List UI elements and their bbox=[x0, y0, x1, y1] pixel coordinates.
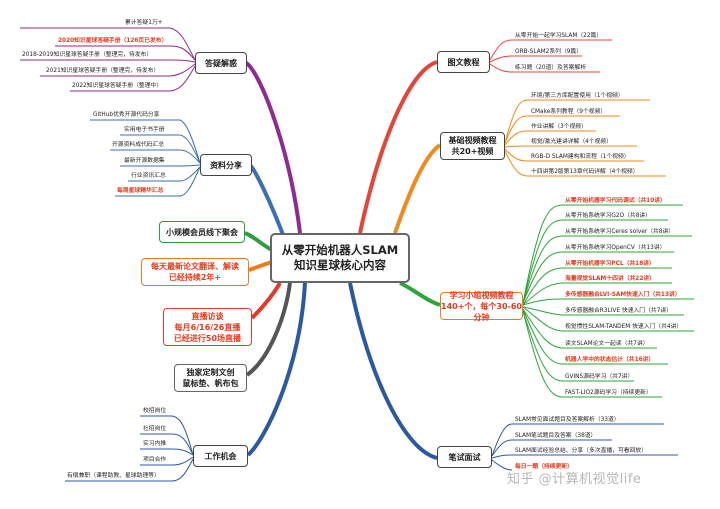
interview-item-3: SLAM面试经验总结、分享（多次直播，可看回放） bbox=[515, 448, 647, 454]
basic-item-1: 环境/第三方库配置使用（1个视频） bbox=[531, 93, 624, 99]
central-title-line2: 知识星球核心内容 bbox=[294, 258, 386, 272]
qa-item-2: 2020知识星球答疑手册（126页已发布） bbox=[58, 38, 168, 44]
topic-merch-line2: 鼠标垫、帆布包 bbox=[182, 379, 239, 388]
basic-item-5: RGB-D SLAM建构和流程（1个视频） bbox=[531, 154, 630, 160]
topic-papers-line2: 已经持续2年+ bbox=[168, 273, 222, 282]
tutorials-item-3: 练习题（20道）及答案解析 bbox=[515, 65, 587, 71]
topic-group-videos: 学习小组视频教程 140+个，每个30-60分钟 bbox=[440, 290, 523, 322]
group-item-3: 从零开始系统学习Ceres solver（共8讲） bbox=[565, 229, 675, 235]
topic-meetup-label: 小规模会员线下聚会 bbox=[166, 227, 238, 237]
resources-item-2: 实用电子书手册 bbox=[124, 127, 165, 133]
group-item-13: FAST-LIO2源码学习（持续更新） bbox=[565, 390, 652, 396]
topic-resources: 资料分享 bbox=[200, 154, 252, 176]
qa-item-1: 累计答疑1万+ bbox=[125, 20, 163, 26]
jobs-item-2: 社招岗位 bbox=[143, 426, 167, 432]
basic-item-2: CMake系列教程（9个视频） bbox=[531, 109, 607, 115]
jobs-item-3: 实习内推 bbox=[143, 441, 167, 447]
group-item-5: 从零开始机器学习PCL（共18讲） bbox=[565, 261, 655, 267]
group-item-1: 从零开始机器学习代码调试（共10讲） bbox=[565, 198, 666, 204]
qa-item-3: 2018-2019知识星球答疑手册（整理完，待发布） bbox=[22, 52, 153, 58]
topic-live-line2: 每月6/16/26直播 bbox=[174, 322, 241, 332]
topic-merch: 独家定制文创 鼠标垫、帆布包 bbox=[174, 364, 247, 392]
group-item-12: GVINS源码学习（共7讲） bbox=[565, 374, 634, 380]
topic-live-line3: 已经进行50场直播 bbox=[173, 333, 242, 343]
basic-item-6: 十四讲第2版第13章代码详解（4个视频） bbox=[531, 169, 639, 175]
topic-basic-line1: 基础视频教程 bbox=[448, 136, 497, 145]
topic-basic-line2: 共20+视频 bbox=[451, 147, 494, 156]
topic-papers: 每天最新论文翻译、解读 已经持续2年+ bbox=[141, 258, 249, 286]
group-item-6: 海量视觉SLAM十四讲（共22讲） bbox=[565, 276, 655, 282]
group-item-2: 从零开始系统学习G2O（共8讲） bbox=[565, 213, 651, 219]
branch-resources bbox=[248, 163, 287, 241]
topic-meetup: 小规模会员线下聚会 bbox=[159, 221, 245, 243]
group-item-9: 视觉惯性SLAM-TANDEM 快速入门（共4讲） bbox=[565, 324, 683, 330]
topic-merch-line1: 独家定制文创 bbox=[186, 368, 235, 377]
group-item-11: 机器人学中的状态估计（共16讲） bbox=[565, 357, 655, 363]
central-topic: 从零开始机器人SLAM 知识星球核心内容 bbox=[270, 233, 410, 283]
topic-interview-label: 笔试面试 bbox=[448, 452, 481, 462]
central-title-line1: 从零开始机器人SLAM bbox=[281, 243, 399, 257]
branch-merch bbox=[245, 282, 292, 377]
branch-jobs bbox=[246, 282, 307, 457]
branch-live bbox=[250, 281, 282, 320]
watermark: 知乎 @计算机视觉life bbox=[507, 472, 642, 487]
topic-basic-videos: 基础视频教程 共20+视频 bbox=[440, 132, 505, 160]
branch-group bbox=[399, 281, 441, 307]
topic-qa: 答疑解惑 bbox=[195, 52, 247, 74]
topic-group-line1: 学习小组视频教程 bbox=[449, 290, 514, 300]
topic-group-line2: 140+个，每个30-60分钟 bbox=[441, 301, 522, 322]
resources-item-4: 最新开源数据集 bbox=[124, 158, 165, 164]
branch-qa bbox=[243, 60, 302, 234]
basic-item-3: 作业讲解（3个视频） bbox=[531, 124, 587, 130]
interview-item-4: 每日一题（持续更新） bbox=[515, 464, 573, 470]
topic-live-line1: 直播访谈 bbox=[191, 311, 224, 321]
tutorials-item-1: 从零开始一起学习SLAM（22篇） bbox=[515, 33, 603, 39]
branch-meetup bbox=[244, 231, 273, 252]
topic-qa-label: 答疑解惑 bbox=[205, 58, 237, 68]
group-item-4: 从零开始系统学习OpenCV（共13讲） bbox=[565, 245, 666, 251]
topic-interview: 笔试面试 bbox=[437, 446, 492, 468]
resources-item-3: 开源资料成代码汇总 bbox=[112, 142, 165, 148]
jobs-item-4: 项目合作 bbox=[143, 457, 167, 463]
group-item-7: 多传感器融合LVI-SAM快速入门（共13讲） bbox=[565, 292, 681, 298]
jobs-item-5: 有偿兼职（课程助教、星球助理等） bbox=[67, 473, 160, 479]
topic-tutorials: 图文教程 bbox=[437, 51, 490, 73]
branch-interview bbox=[348, 282, 438, 460]
jobs-item-1: 校招岗位 bbox=[143, 408, 167, 414]
resources-item-6: 每周星球精华汇总 bbox=[117, 188, 164, 194]
qa-item-5: 2022知识星球答疑手册（整理中） bbox=[72, 83, 163, 89]
interview-item-1: SLAM常见面试题目及答案解析（33道） bbox=[515, 417, 620, 423]
group-item-8: 多传感器融合R3LIVE 快速入门（共7讲） bbox=[565, 308, 672, 314]
resources-item-5: 行业资讯汇总 bbox=[131, 173, 166, 179]
topic-jobs: 工作机会 bbox=[193, 445, 248, 467]
group-item-10: 读文SLAM论文一起读（共7讲） bbox=[565, 341, 649, 347]
qa-item-4: 2021知识星球答疑手册（整理完，待发布） bbox=[46, 68, 160, 74]
tutorials-item-2: ORB-SLAM2系列（9篇） bbox=[515, 49, 583, 55]
topic-papers-line1: 每天最新论文翻译、解读 bbox=[151, 262, 239, 271]
topic-jobs-label: 工作机会 bbox=[204, 451, 237, 461]
topic-live: 直播访谈 每月6/16/26直播 已经进行50场直播 bbox=[163, 308, 252, 346]
topic-tutorials-label: 图文教程 bbox=[447, 57, 480, 67]
branch-tutorials bbox=[358, 60, 438, 234]
interview-item-2: SLAM笔试题目及答案（38道） bbox=[515, 433, 597, 439]
branch-basic bbox=[393, 143, 442, 234]
resources-item-1: GitHub优秀开源代码分享 bbox=[93, 112, 160, 118]
basic-item-4: 视觉/激光建讲详解（4个视频） bbox=[531, 139, 613, 145]
topic-resources-label: 资料分享 bbox=[210, 160, 242, 170]
branch-papers bbox=[248, 260, 273, 272]
